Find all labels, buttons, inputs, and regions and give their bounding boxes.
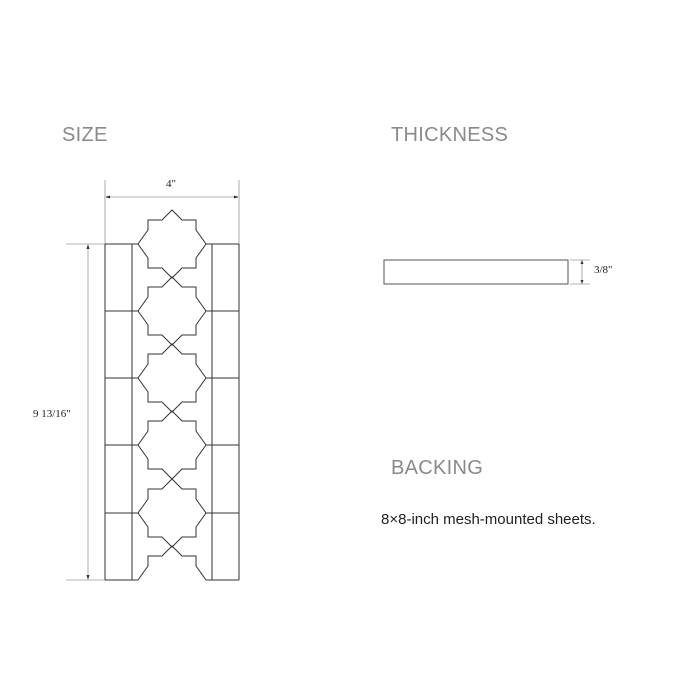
backing-heading: BACKING	[391, 457, 484, 479]
star-tile	[137, 410, 207, 480]
dimension-arrows	[86, 195, 584, 580]
star-tile	[137, 343, 207, 413]
height-dimension-label: 9 13/16"	[33, 408, 71, 420]
thickness-profile	[383, 259, 569, 285]
star-tile	[137, 276, 207, 346]
thickness-heading: THICKNESS	[391, 124, 509, 146]
backing-description: 8×8-inch mesh-mounted sheets.	[381, 511, 596, 528]
star-tile	[137, 209, 207, 279]
dimension-lines	[66, 180, 590, 581]
star-tile	[137, 478, 207, 548]
width-dimension-label: 4"	[166, 178, 176, 190]
thickness-dimension-label: 3/8"	[594, 264, 613, 276]
tile-pattern	[104, 209, 240, 581]
size-heading: SIZE	[62, 124, 108, 146]
star-tile	[137, 545, 207, 580]
